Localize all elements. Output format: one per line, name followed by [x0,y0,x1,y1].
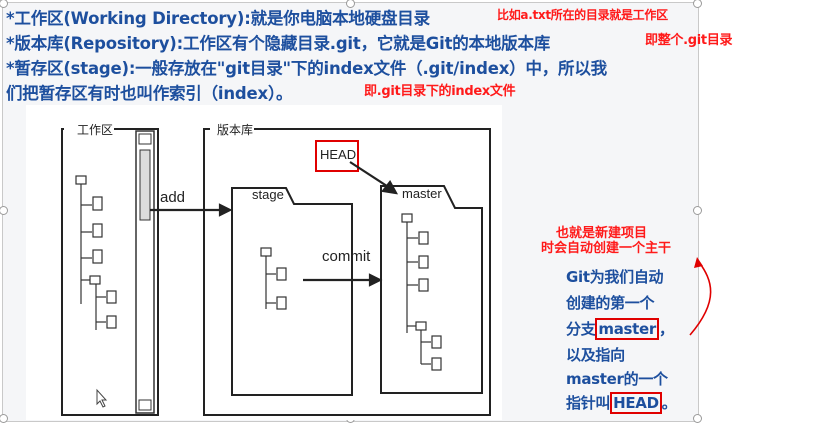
master-folder [380,185,483,394]
stage-folder [231,187,353,396]
text-line-working-dir: *工作区(Working Directory):就是你电脑本地硬盘目录 [6,9,430,28]
callout-line-1: Git为我们自动 [566,268,664,286]
stage-file-tree [260,247,287,310]
red-curved-arrow [689,261,712,336]
resize-handle-top-center[interactable] [346,0,355,8]
mouse-cursor-icon [96,388,108,408]
annotation-index: 即.git目录下的index文件 [364,84,516,99]
callout-line-4: 以及指向 [566,346,625,364]
working-directory-box [61,126,159,416]
annotation-new-project-2: 时会自动创建一个主干 [541,241,672,256]
resize-handle-top-right[interactable] [693,0,702,8]
text-line-stage: *暂存区(stage):一般存放在"git目录"下的index文件（.git/i… [6,59,607,78]
resize-handle-right[interactable] [693,206,702,215]
annotation-working-dir: 比如a.txt所在的目录就是工作区 [497,8,668,22]
master-file-tree [401,213,442,371]
head-label: HEAD [320,147,357,162]
commit-label: commit [322,248,371,265]
callout-branch-suffix: ， [659,320,674,338]
callout-branch-prefix: 分支 [566,320,596,338]
callout-line-2: 创建的第一个 [566,294,655,312]
annotation-repository: 即整个.git目录 [645,33,733,48]
stage-label: stage [252,187,284,202]
working-file-tree [75,175,117,330]
add-label: add [160,189,186,206]
master-label: master [402,186,442,201]
callout-head-boxed: HEAD [610,392,662,414]
text-line-repository: *版本库(Repository):工作区有个隐藏目录.git，它就是Git的本地… [6,34,551,53]
callout-master-boxed: master [595,318,660,340]
callout-line-5: master的一个 [566,370,668,388]
repository-label: 版本库 [216,121,255,138]
annotation-new-project-1: 也就是新建项目 [556,226,648,241]
callout-pointer-prefix: 指针叫 [566,394,611,412]
text-line-index: 们把暂存区有时也叫作索引（index）。 [6,84,293,103]
head-box [315,140,359,172]
resize-handle-top-left[interactable] [0,0,8,8]
callout-pointer-suffix: 。 [661,394,677,412]
resize-handle-left[interactable] [0,206,8,215]
working-area-label: 工作区 [76,121,115,138]
